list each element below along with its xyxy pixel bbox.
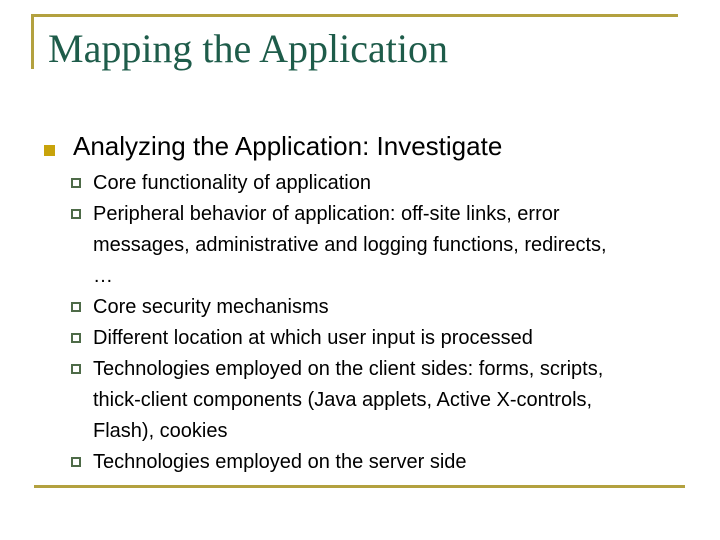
sub-bullet-square-icon xyxy=(71,178,81,188)
bottom-rule xyxy=(34,485,685,488)
sub-bullet-square-icon xyxy=(71,457,81,467)
title-accent-line xyxy=(31,14,34,69)
sub-bullet-text: Technologies employed on the client side… xyxy=(93,358,604,442)
sub-bullet-square-icon xyxy=(71,209,81,219)
sub-bullet-square-icon xyxy=(71,302,81,312)
list-item: Different location at which user input i… xyxy=(71,323,691,354)
bullet-square-icon xyxy=(44,145,55,156)
sub-bullet-square-icon xyxy=(71,333,81,343)
list-item: Peripheral behavior of application: off-… xyxy=(71,199,691,292)
sub-bullet-text: Technologies employed on the server side xyxy=(93,451,467,473)
sub-bullet-text: Core functionality of application xyxy=(93,172,371,194)
list-item: Core security mechanisms xyxy=(71,292,691,323)
sub-bullet-square-icon xyxy=(71,364,81,374)
sub-bullet-text: Different location at which user input i… xyxy=(93,327,533,349)
bullet-text: Analyzing the Application: Investigate xyxy=(73,131,503,161)
list-item: Technologies employed on the server side xyxy=(71,447,691,478)
slide-title: Mapping the Application xyxy=(48,26,448,71)
sub-bullet-list: Core functionality of application Periph… xyxy=(71,168,691,478)
list-item: Technologies employed on the client side… xyxy=(71,354,691,447)
list-item: Core functionality of application xyxy=(71,168,691,199)
sub-bullet-text: Core security mechanisms xyxy=(93,296,329,318)
top-rule xyxy=(31,14,678,17)
sub-bullet-text: Peripheral behavior of application: off-… xyxy=(93,203,607,287)
